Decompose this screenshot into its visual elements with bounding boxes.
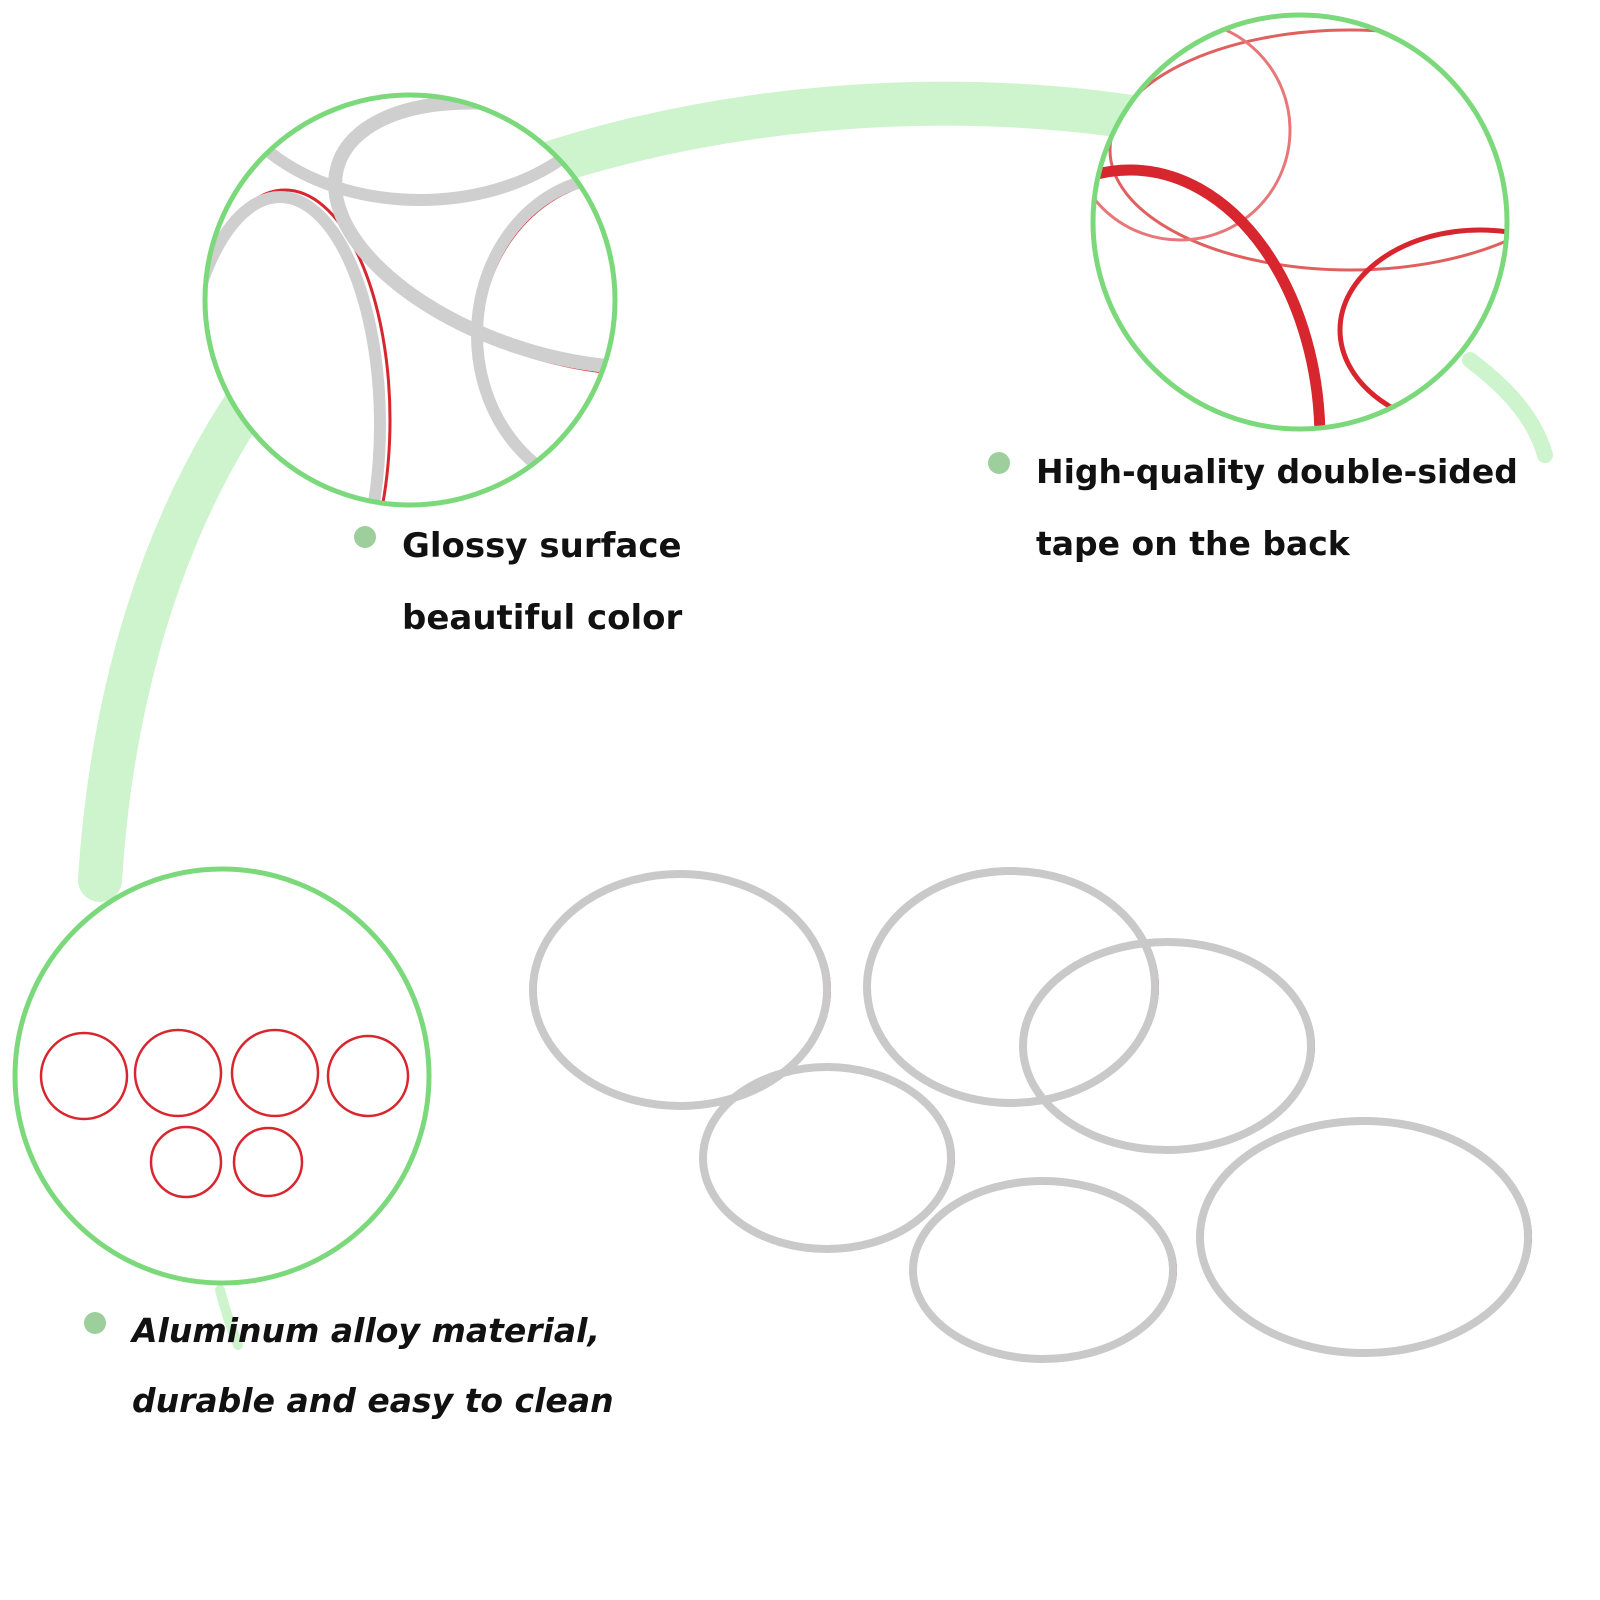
feature-glossy-line-2: beautiful color [402,598,683,638]
feature-tape-line-1: High-quality double-sided [1036,452,1518,491]
bullet-dot-icon [988,452,1010,474]
feature-aluminum-line-2: durable and easy to clean [132,1381,614,1420]
feature-aluminum: Aluminum alloy material, durable and eas… [84,1296,614,1436]
ring [863,867,1159,1107]
feature-glossy-text: Glossy surface beautiful color [402,510,682,654]
bullet-dot-icon [84,1312,106,1334]
feature-tape-line-2: tape on the back [1036,524,1350,563]
feature-glossy: Glossy surface beautiful color [354,510,682,654]
feature-glossy-line-1: Glossy surface [402,526,682,566]
ring [909,1177,1177,1363]
feature-aluminum-text: Aluminum alloy material, durable and eas… [132,1296,614,1436]
set-of-six-rings-back [12,866,432,1286]
decorative-arc-lower [215,1285,243,1350]
ring [1019,938,1315,1154]
feature-tape-text: High-quality double-sided tape on the ba… [1036,436,1518,580]
closeup-aluminum-rings [202,92,618,508]
ring [529,870,831,1110]
ring [1196,1117,1532,1357]
decorative-arc-tail [1462,352,1553,463]
bullet-dot-icon [354,526,376,548]
ring [699,1063,955,1253]
ring-set [529,867,1532,1363]
feature-tape: High-quality double-sided tape on the ba… [988,436,1518,580]
feature-aluminum-line-1: Aluminum alloy material, [132,1311,600,1350]
